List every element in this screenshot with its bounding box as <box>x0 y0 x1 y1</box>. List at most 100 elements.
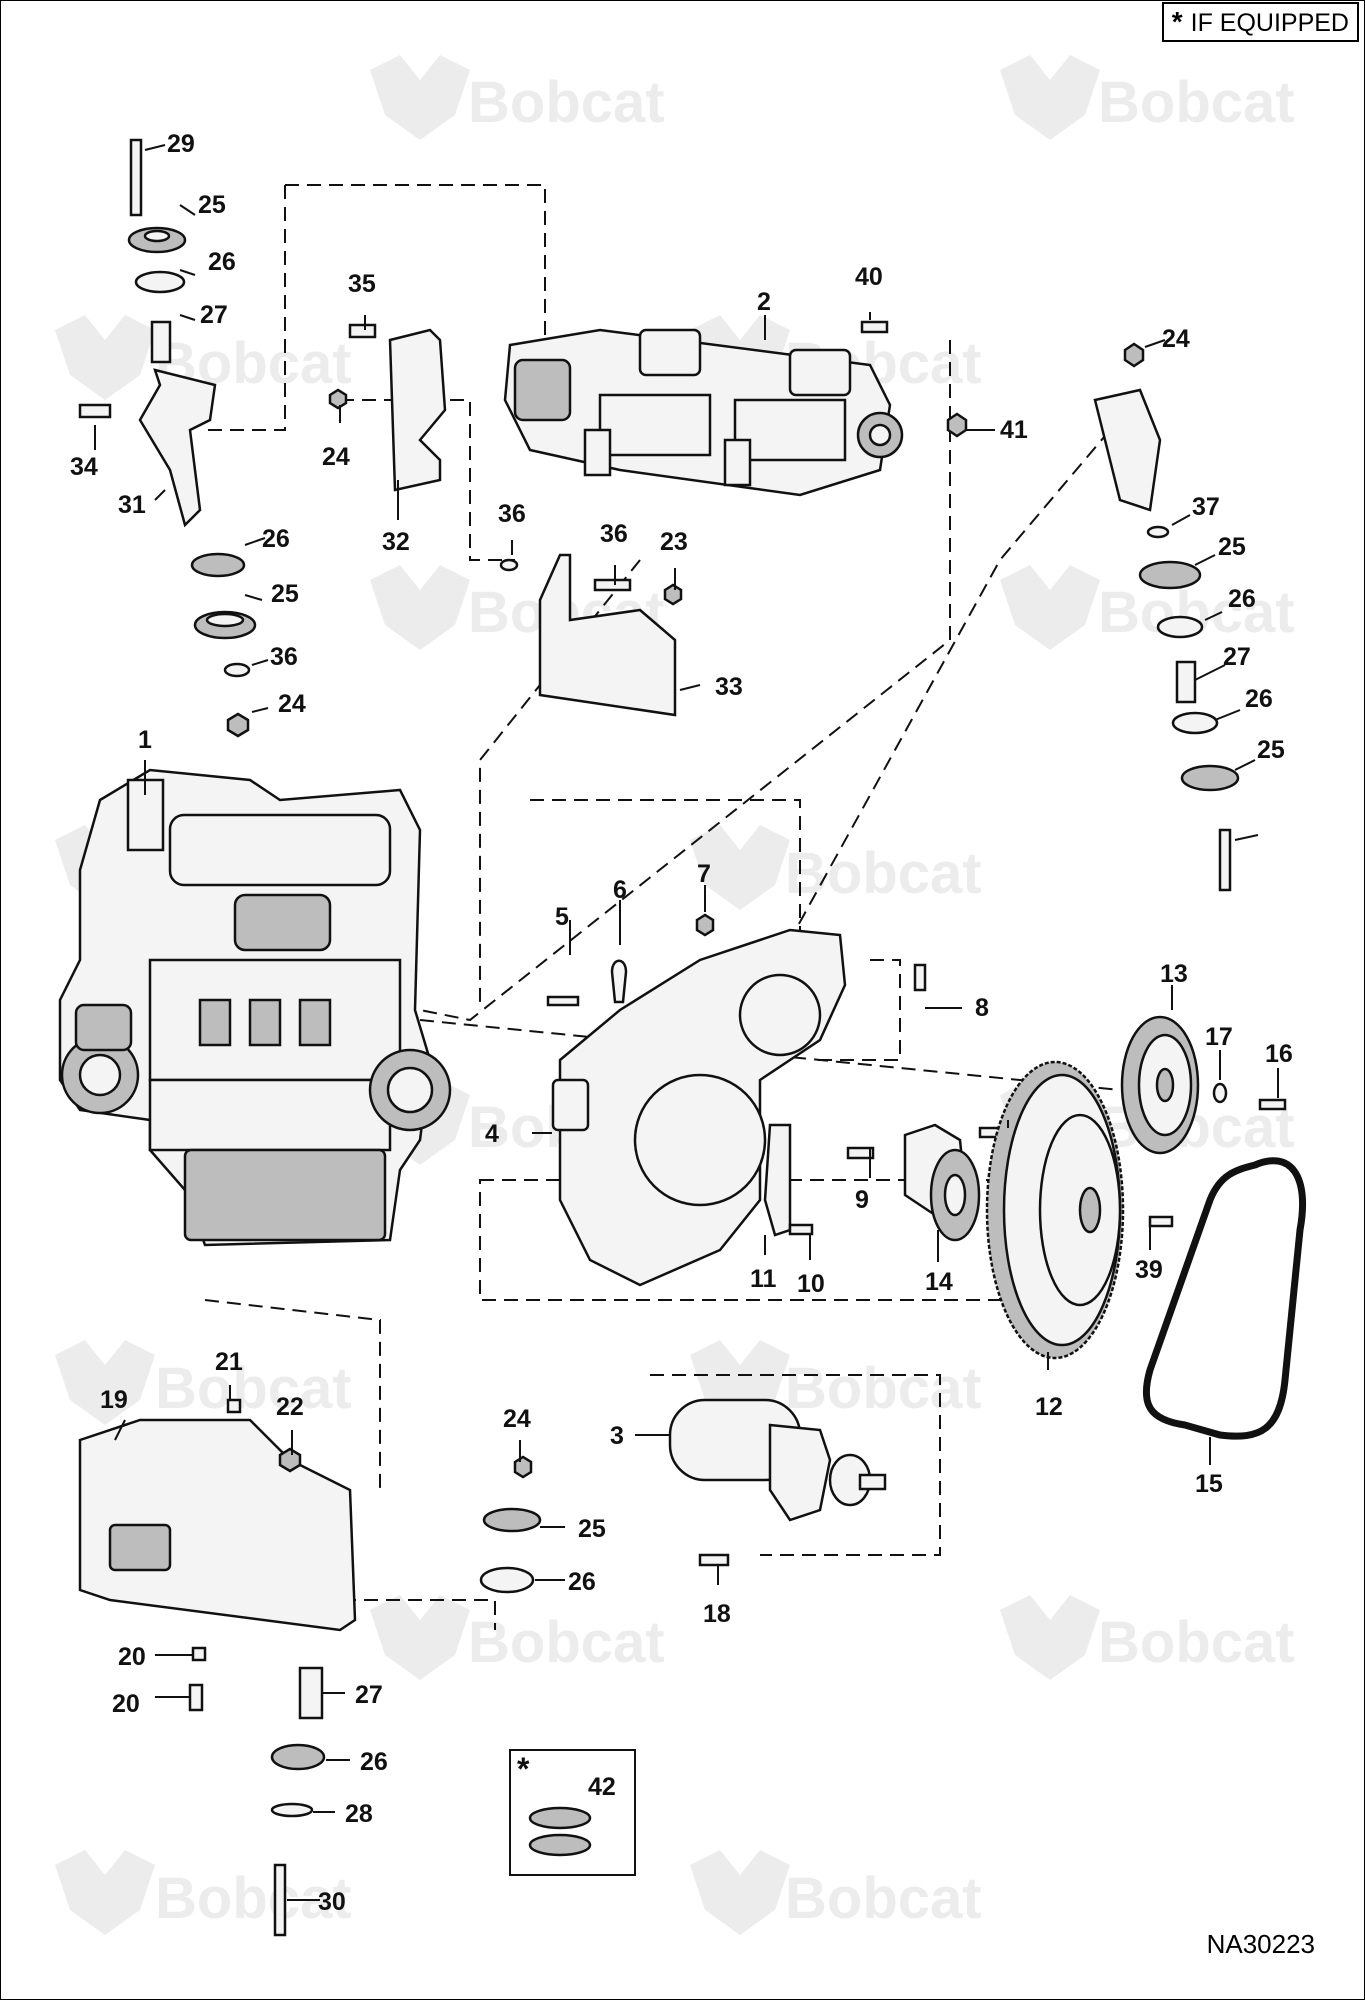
watermark: Bobcat <box>370 1595 665 1680</box>
watermark: Bobcat <box>690 825 982 910</box>
callout-31: 32 <box>382 528 410 556</box>
bobcat-logo-icon <box>55 1850 155 1935</box>
bobcat-logo-icon <box>370 55 470 140</box>
watermark-text: Bobcat <box>785 1866 982 1931</box>
watermark-text: Bobcat <box>785 841 982 906</box>
callout-26: 26 <box>208 248 236 276</box>
bobcat-logo-icon <box>55 315 155 400</box>
callout-1: 1 <box>138 726 152 754</box>
crank-pulley <box>1120 1015 1287 1155</box>
bracket-parts <box>328 320 968 717</box>
engine-assembly <box>58 768 452 1247</box>
callout-26: 26 <box>568 1568 596 1596</box>
callout-15: 15 <box>1195 1470 1223 1498</box>
callout-12: 12 <box>1035 1393 1063 1421</box>
callout-32: 33 <box>715 673 743 701</box>
callout-25: 25 <box>271 580 299 608</box>
bobcat-logo-icon <box>690 825 790 910</box>
callout-24: 24 <box>278 690 306 718</box>
callout-22: 21 <box>215 1348 243 1376</box>
watermark-text: Bobcat <box>155 1866 352 1931</box>
callout-26: 26 <box>262 525 290 553</box>
mount-right <box>1093 342 1240 892</box>
callout-8: 8 <box>975 994 989 1022</box>
lower-mount <box>78 1398 542 1937</box>
callout-39: 41 <box>1000 416 1028 444</box>
kit-star: * <box>517 1751 530 1787</box>
watermark-text: Bobcat <box>785 1356 982 1421</box>
callout-26: 26 <box>1245 685 1273 713</box>
watermark: Bobcat <box>370 55 665 140</box>
gear-housing <box>546 913 927 1287</box>
callout-9: 9 <box>855 1186 869 1214</box>
optional-kit-box: * 42 <box>509 1749 636 1876</box>
drawing-number: NA30223 <box>1206 1929 1315 1959</box>
callout-24: 24 <box>1162 325 1190 353</box>
assembly-dash-lines <box>200 184 1121 1630</box>
callout-35: 36 <box>600 520 628 548</box>
asterisk-icon: * <box>1171 6 1183 37</box>
watermark-text: Bobcat <box>1098 70 1295 135</box>
callout-6: 6 <box>613 876 627 904</box>
callout-36: 36 <box>498 500 526 528</box>
callout-19: 19 <box>100 1386 128 1414</box>
callout-33: 34 <box>70 453 98 481</box>
callout-25: 25 <box>578 1515 606 1543</box>
watermark-text: Bobcat <box>1098 580 1295 645</box>
callout-26: 26 <box>1228 585 1256 613</box>
callout-2: 2 <box>757 288 771 316</box>
callout-42: 42 <box>588 1773 616 1801</box>
callout-25: 25 <box>1218 533 1246 561</box>
watermark-text: Bobcat <box>468 70 665 135</box>
watermark: Bobcat <box>55 1850 352 1935</box>
callout-13: 13 <box>1160 960 1188 988</box>
callout-5: 5 <box>555 903 569 931</box>
watermark: Bobcat <box>690 1850 982 1935</box>
callout-14: 14 <box>925 1268 953 1296</box>
callout-29: 30 <box>318 1888 346 1916</box>
tandem-pump <box>503 328 904 497</box>
mount-left-top <box>78 138 257 738</box>
leader-lines <box>94 144 1279 1901</box>
callout-3: 3 <box>610 1422 624 1450</box>
callout-11: 11 <box>750 1265 777 1293</box>
callout-27: 27 <box>1223 643 1251 671</box>
bobcat-logo-icon <box>1000 55 1100 140</box>
callout-25: 25 <box>1257 736 1285 764</box>
callout-23: 23 <box>660 528 688 556</box>
callout-10: 10 <box>797 1270 825 1298</box>
bobcat-logo-icon <box>370 1595 470 1680</box>
watermark-text: Bobcat <box>155 1356 352 1421</box>
callout-27: 27 <box>200 301 228 329</box>
callout-18: 18 <box>703 1600 731 1628</box>
callout-38: 40 <box>855 263 883 291</box>
if-equipped-badge: *IF EQUIPPED <box>1161 2 1359 42</box>
starter-motor <box>668 1398 887 1567</box>
bobcat-logo-icon <box>1000 565 1100 650</box>
callout-7: 7 <box>697 860 711 888</box>
bobcat-logo-icon <box>690 1850 790 1935</box>
callout-26: 26 <box>360 1748 388 1776</box>
drive-belt <box>1142 1157 1307 1440</box>
watermark: Bobcat <box>1000 55 1295 140</box>
idler-pulley <box>903 1123 1004 1242</box>
callout-17: 17 <box>1205 1023 1233 1051</box>
callout-28: 28 <box>345 1800 373 1828</box>
bobcat-logo-icon <box>55 1340 155 1425</box>
callout-20: 20 <box>112 1690 140 1718</box>
callout-25: 25 <box>198 191 226 219</box>
callout-30: 31 <box>118 491 146 519</box>
flywheel <box>985 1060 1174 1360</box>
callout-23: 22 <box>276 1393 304 1421</box>
watermark-text: Bobcat <box>468 1610 665 1675</box>
bobcat-logo-icon <box>370 565 470 650</box>
callout-36: 36 <box>270 643 298 671</box>
callout-16: 16 <box>1265 1040 1293 1068</box>
bobcat-logo-icon <box>1000 1595 1100 1680</box>
watermark: Bobcat <box>1000 1595 1295 1680</box>
callout-labels: 2 9 25 26 27 34 31 26 25 36 24 1 24 3 5 32… <box>70 130 1293 1916</box>
callout-36: 37 <box>1192 493 1220 521</box>
callout-24: 24 <box>503 1405 531 1433</box>
callout-37: 39 <box>1135 1256 1163 1284</box>
